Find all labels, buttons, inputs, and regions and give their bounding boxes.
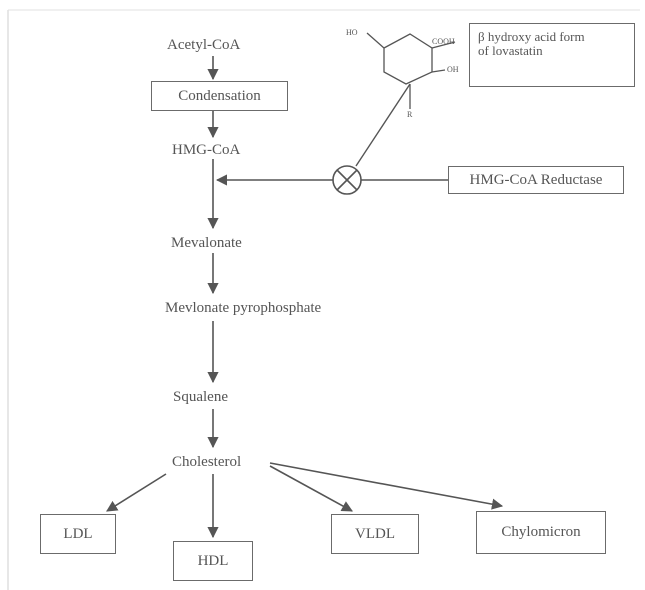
label-ho: HO bbox=[346, 28, 358, 37]
node-mevlonate-pyrophosphate: Mevlonate pyrophosphate bbox=[165, 300, 322, 316]
label-cooh: COOH bbox=[432, 37, 455, 46]
node-hmg-coa-reductase: HMG-CoA Reductase bbox=[448, 166, 624, 194]
arrow-cholesterol-to-vldl bbox=[269, 465, 353, 512]
inhibition-circle-icon bbox=[332, 165, 362, 195]
node-squalene: Squalene bbox=[173, 389, 228, 405]
node-acetyl-coa: Acetyl-CoA bbox=[167, 37, 241, 53]
node-vldl: VLDL bbox=[331, 514, 419, 554]
node-chylomicron: Chylomicron bbox=[476, 511, 606, 554]
arrow-cholesterol-to-chylomicron bbox=[269, 462, 504, 510]
lovastatin-line-2: of lovastatin bbox=[478, 43, 543, 58]
node-ldl: LDL bbox=[40, 514, 116, 554]
label-r: R bbox=[407, 110, 413, 119]
lovastatin-structure-icon bbox=[366, 32, 456, 109]
line-lovastatin-to-circle bbox=[355, 83, 411, 167]
node-hdl: HDL bbox=[173, 541, 253, 581]
arrow-cholesterol-to-ldl bbox=[106, 473, 167, 512]
lovastatin-line-1: β hydroxy acid form bbox=[478, 29, 585, 44]
lovastatin-label-box: β hydroxy acid form of lovastatin bbox=[469, 23, 635, 87]
node-mevalonate: Mevalonate bbox=[171, 235, 242, 251]
node-condensation: Condensation bbox=[151, 81, 288, 111]
label-oh: OH bbox=[447, 65, 459, 74]
node-cholesterol: Cholesterol bbox=[172, 454, 242, 470]
node-hmg-coa: HMG-CoA bbox=[172, 142, 241, 158]
